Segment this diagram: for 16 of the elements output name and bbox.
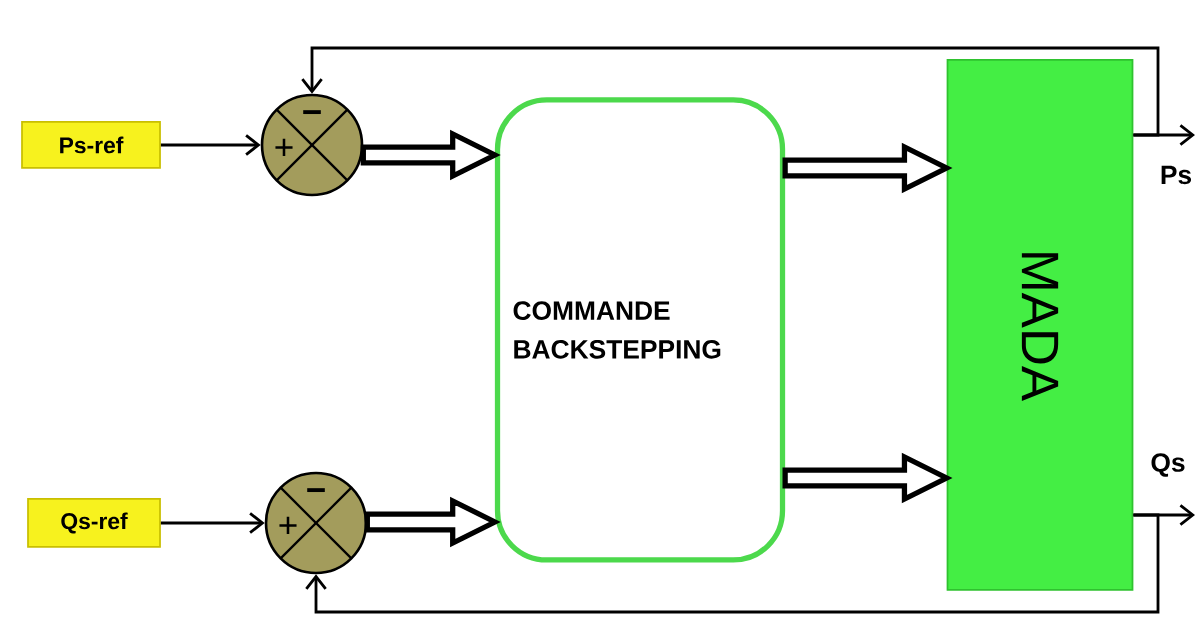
- block-arrow: [364, 496, 501, 548]
- arrow: [301, 46, 1160, 137]
- arrow: [160, 134, 261, 156]
- summing-junction: − +: [260, 93, 364, 197]
- edge-label: Ps: [1158, 164, 1194, 186]
- controller-box: COMMANDE BACKSTEPPING: [494, 97, 786, 563]
- edge-label: Qs: [1148, 451, 1188, 479]
- arrow: [160, 512, 265, 534]
- summing-junction: − +: [264, 471, 368, 575]
- reference-box: Ps-ref: [21, 121, 161, 169]
- machine-block: MADA: [946, 59, 1134, 591]
- block-arrow: [360, 129, 501, 181]
- reference-box: Qs-ref: [27, 498, 161, 548]
- arrow: [305, 513, 1160, 614]
- block-arrow: [782, 142, 953, 194]
- block-arrow: [782, 452, 953, 504]
